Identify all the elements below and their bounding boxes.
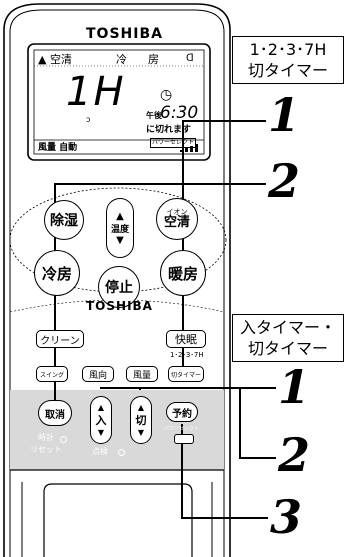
air-clean-button[interactable]: イオン 空清: [156, 198, 198, 240]
callout-box-timer: 1･2･3･7H 切タイマー: [232, 36, 344, 84]
arrow-down-icon[interactable]: ▼: [116, 234, 124, 246]
lcd-hour-display: 1H: [66, 69, 126, 115]
heat-button[interactable]: 暖房: [160, 250, 206, 296]
callout-box-on-off-line1: 入タイマー・: [239, 318, 336, 337]
lcd-level-icon: [180, 144, 200, 152]
lcd-mode-heat: 房: [148, 53, 159, 66]
arrow-up-icon[interactable]: ▲: [116, 210, 124, 222]
callout-box-on-off: 入タイマー・ 切タイマー: [232, 314, 344, 362]
air-clean-label: 空清: [163, 215, 190, 230]
off-timer-rocker[interactable]: ▲ 切 ▼: [130, 396, 152, 444]
on-timer-rocker[interactable]: ▲ 入 ▼: [90, 396, 112, 444]
step-number-2a: 2: [268, 154, 301, 208]
arrow-up-icon[interactable]: ▲: [137, 403, 145, 412]
arrow-down-icon[interactable]: ▼: [97, 428, 105, 437]
temperature-rocker[interactable]: ▲ 温度 ▼: [106, 198, 134, 258]
lcd-power: パワーセレクト: [150, 138, 197, 148]
off-timer-button[interactable]: 切タイマー: [168, 366, 204, 382]
brand-logo-lower: TOSHIBA: [86, 299, 153, 313]
lcd-signal-icon: ᗡ: [186, 53, 194, 64]
clock-reset-hole[interactable]: [60, 436, 67, 443]
reset-label: リセット: [30, 445, 62, 454]
clean-button[interactable]: クリーン: [36, 330, 84, 348]
lcd-repeat-icon: ɔ: [86, 115, 91, 124]
callout-box-timer-line2: 切タイマー: [247, 61, 328, 80]
temp-label: 温度: [110, 224, 129, 235]
on-timer-label: 入: [95, 414, 107, 427]
timer-small-label: 1･2･3･7H: [170, 351, 204, 359]
ion-label: イオン: [166, 208, 188, 216]
power-select-button[interactable]: [174, 434, 194, 444]
clock-label: 時計: [38, 433, 54, 442]
lcd-time: 6:30: [160, 103, 199, 123]
check-label: 点検: [92, 447, 108, 456]
lcd-off-notice: に切れます: [146, 125, 192, 135]
cancel-button[interactable]: 取消: [38, 400, 72, 426]
lcd-period: 午後: [146, 111, 162, 120]
arrow-down-icon[interactable]: ▼: [137, 428, 145, 437]
comfort-sleep-button[interactable]: 快眠: [166, 330, 206, 348]
brand-logo: TOSHIBA: [86, 26, 163, 42]
step-number-1a: 1: [268, 88, 301, 142]
callout-box-timer-line1: 1･2･3･7H: [249, 40, 327, 59]
arrow-up-icon[interactable]: ▲: [97, 403, 105, 412]
reserve-button[interactable]: 予約: [166, 402, 198, 422]
stop-button[interactable]: 停止: [98, 266, 140, 308]
dehumidify-button[interactable]: 除湿: [44, 200, 84, 240]
step-number-3: 3: [270, 490, 303, 544]
step-number-1b: 1: [278, 360, 311, 414]
off-timer-label: 切: [135, 414, 147, 427]
callout-box-on-off-line2: 切タイマー: [247, 339, 328, 358]
swing-button[interactable]: スイング: [36, 366, 68, 382]
direction-button[interactable]: 風向: [82, 366, 114, 382]
clock-icon: ◷: [160, 87, 173, 103]
fan-volume-button[interactable]: 風量: [126, 366, 158, 382]
lcd-mode-air: ▲ 空清: [38, 53, 72, 66]
cool-button[interactable]: 冷房: [34, 250, 80, 296]
step-number-2b: 2: [278, 428, 311, 482]
lcd-fan: 風量 自動: [38, 143, 78, 153]
lcd-mode-cool: 冷: [116, 53, 127, 66]
check-hole[interactable]: [118, 449, 125, 456]
power-select-label: パワーセレクト: [164, 426, 200, 432]
